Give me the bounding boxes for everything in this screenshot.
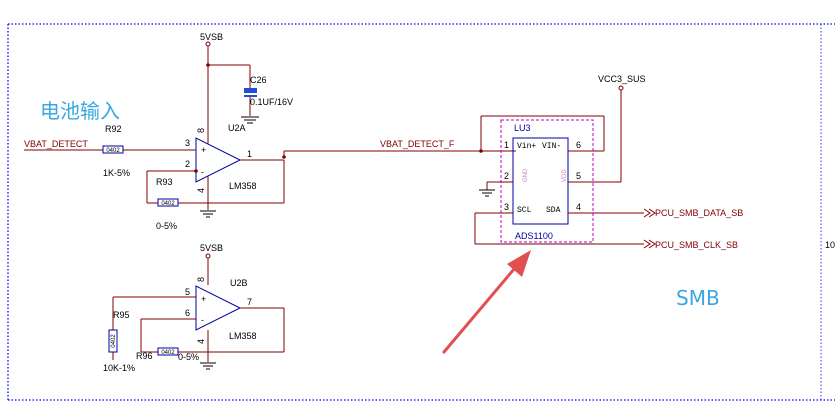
r93-package: 0402 [161,201,175,207]
lu3-gnd-label: GND [523,168,529,182]
lu3-pin6: 6 [576,140,581,150]
c26-value: 0.1UF/16V [250,97,293,107]
net-vbat-detect: VBAT_DETECT [24,139,196,151]
port-pcu-smb-clk: PCU_SMB_CLK_SB [643,239,738,250]
net-pcu-smb-clk-label: PCU_SMB_CLK_SB [655,240,738,250]
r93-value: 0-5% [156,221,177,231]
resistor-r92: 0402 R92 1K-5% [102,124,130,178]
capacitor-c26: C26 0.1UF/16V [244,75,293,116]
resistor-r96: 0402 R96 0-5% [136,347,199,362]
ground-u2b [200,362,216,370]
u2a-plus-sign: + [201,145,206,155]
u2b-ref: U2B [230,278,248,288]
lu3-vdd-label: VDD [562,169,568,182]
u2b-pin7: 7 [247,297,252,307]
r92-package: 0402 [106,148,120,154]
u2a-pin1: 1 [247,149,252,159]
opamp-u2a: U2A LM358 + - 3 2 1 8 4 [185,120,257,210]
power-5vsb-top: 5VSB [200,32,251,120]
r92-value: 1K-5% [103,168,130,178]
lu3-vinm-label: VIN- [542,142,561,151]
r95-value: 10K-1% [103,363,135,373]
port-pcu-smb-data: PCU_SMB_DATA_SB [643,208,743,218]
u2b-wiring [112,296,285,360]
battery-input-label: 电池输入 [40,99,120,123]
r96-value: 0-5% [178,352,199,362]
net-pcu-smb-data-label: PCU_SMB_DATA_SB [655,208,743,218]
opamp-u2b: U2B LM358 + - 5 6 7 8 4 [185,277,257,362]
lu3-wiring: VCC3_SUS [474,74,646,245]
lu3-pin1: 1 [504,140,509,150]
r96-ref: R96 [136,351,153,361]
net-5vsb-top-label: 5VSB [200,32,223,42]
u2b-pin6: 6 [185,308,190,318]
r92-ref: R92 [105,124,122,134]
u2b-pin4: 4 [196,339,206,344]
lu3-vinp-label: Vin+ [517,142,536,151]
lu3-sda-label: SDA [546,206,561,215]
r95-package: 0402 [111,334,117,348]
r93-ref: R93 [156,177,173,187]
smb-label: SMB [676,286,720,310]
lu3-pin4: 4 [576,202,581,212]
lu3-value: ADS1100 [515,231,553,241]
adc-lu3: LU3 ADS1100 Vin+ VIN- SCL SDA GND VDD 1 … [500,119,594,243]
resistor-r95: 0402 R95 10K-1% [103,310,135,373]
edge-number-label: 10 [825,240,835,250]
c26-ref: C26 [250,75,267,85]
r96-package: 0402 [161,350,175,356]
power-5vsb-bottom: 5VSB [200,243,223,285]
net-vcc3-sus-label: VCC3_SUS [598,74,646,84]
u2a-ref: U2A [228,123,246,133]
lu3-scl-label: SCL [517,206,532,215]
lu3-pin5: 5 [576,171,581,181]
u2b-pin5: 5 [185,287,190,297]
ground-u2a [200,210,216,218]
lu3-pin2: 2 [504,171,509,181]
u2a-pin2: 2 [185,159,190,169]
net-vbat-detect-label: VBAT_DETECT [24,139,88,149]
net-5vsb-bottom-label: 5VSB [200,243,223,253]
u2b-value: LM358 [229,331,257,341]
r95-ref: R95 [113,310,130,320]
u2a-pin4: 4 [196,188,206,193]
lu3-pin3: 3 [504,202,509,212]
u2b-plus-sign: + [201,294,206,304]
net-vbat-detect-f: VBAT_DETECT_F [240,139,516,161]
lu3-ref: LU3 [514,123,531,133]
u2a-value: LM358 [229,181,257,191]
ground-c26 [241,116,259,124]
u2b-minus-sign: - [201,315,204,325]
u2a-minus-sign: - [201,167,204,177]
resistor-r93: 0402 R93 0-5% [156,177,179,231]
u2a-pin3: 3 [185,138,190,148]
sheet-border [7,23,835,401]
feedback-u2a [146,160,285,204]
u2a-pin8: 8 [196,128,206,133]
u2b-pin8: 8 [196,277,206,282]
net-vbat-detect-f-label: VBAT_DETECT_F [380,139,455,149]
annotation-arrow [442,250,531,354]
